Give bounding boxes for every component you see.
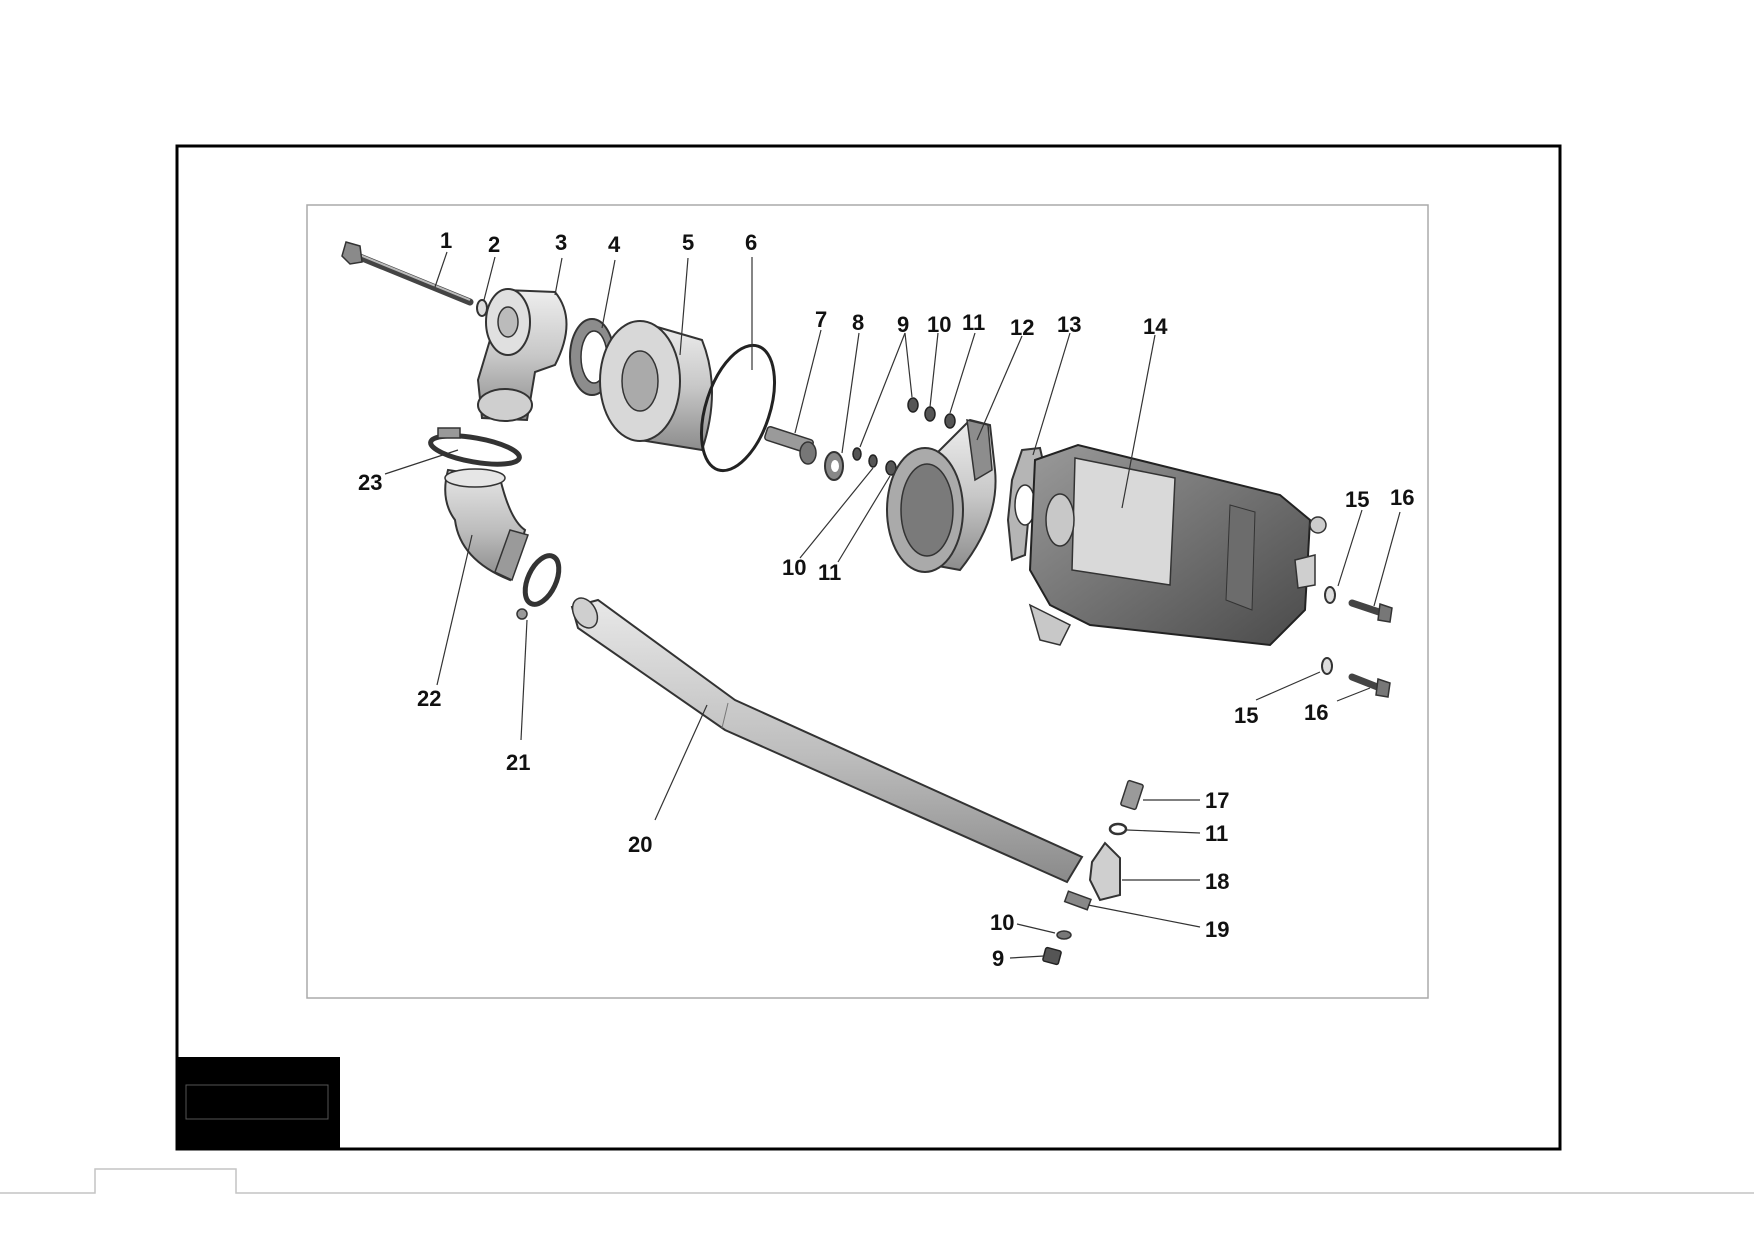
page-tab	[0, 1168, 1754, 1194]
callout-23: 23	[358, 470, 382, 495]
part-bolt-long	[341, 241, 474, 306]
part-bolt-17	[1120, 779, 1144, 811]
part-nut	[1042, 946, 1062, 966]
callout-19: 19	[1205, 917, 1229, 942]
part-bolt-16	[1348, 673, 1391, 698]
part-ring-small	[924, 406, 936, 422]
callout-2: 2	[488, 232, 500, 257]
part-elbow-cap	[476, 288, 568, 422]
callout-17: 17	[1205, 788, 1229, 813]
part-ring-small	[907, 397, 919, 413]
part-ring-small	[1108, 822, 1128, 836]
part-washer-15	[1324, 586, 1336, 604]
part-hose-clamp-21	[516, 553, 562, 620]
callout-labels: 1 2 3 4 5 6 7 8 9 10 11 12 13 14 15 16 1…	[358, 228, 1414, 971]
part-filter-housing	[886, 418, 997, 573]
leader-lines	[384, 251, 1401, 959]
callout-6: 6	[745, 230, 757, 255]
callout-10: 10	[990, 910, 1014, 935]
callout-9: 9	[897, 312, 909, 337]
callout-11: 11	[818, 560, 841, 585]
part-washer-small	[476, 299, 488, 317]
callout-9: 9	[992, 946, 1004, 971]
callout-12: 12	[1010, 315, 1034, 340]
part-long-pipe	[570, 597, 1084, 884]
part-plate	[1063, 890, 1092, 911]
part-bolt-16	[1348, 599, 1393, 623]
callout-1: 1	[440, 228, 452, 253]
part-ring-small	[1056, 930, 1072, 940]
callout-15: 15	[1234, 703, 1258, 728]
callout-20: 20	[628, 832, 652, 857]
part-elbow-hose	[444, 468, 529, 582]
callout-8: 8	[852, 310, 864, 335]
part-washer-15	[1321, 657, 1333, 675]
callout-7: 7	[815, 307, 827, 332]
part-washer-8	[824, 451, 844, 481]
part-o-ring-large	[700, 343, 776, 473]
callout-16: 16	[1304, 700, 1328, 725]
callout-11: 11	[962, 310, 985, 335]
callout-5: 5	[682, 230, 694, 255]
callout-22: 22	[417, 686, 441, 711]
callout-16: 16	[1390, 485, 1414, 510]
part-main-housing	[1028, 443, 1327, 647]
callout-10: 10	[782, 555, 806, 580]
callout-4: 4	[608, 232, 621, 257]
part-ring-small	[944, 413, 956, 429]
part-ring-small	[868, 454, 878, 468]
drawing-area-border	[306, 204, 1429, 999]
callout-11: 11	[1205, 821, 1228, 846]
callout-15: 15	[1345, 487, 1369, 512]
page-border	[175, 144, 1562, 1151]
part-banjo-fitting	[764, 425, 817, 465]
title-block	[178, 1057, 340, 1148]
callout-14: 14	[1143, 314, 1168, 339]
callout-13: 13	[1057, 312, 1081, 337]
callout-21: 21	[506, 750, 530, 775]
part-ring-small	[852, 447, 862, 461]
callout-3: 3	[555, 230, 567, 255]
callout-10: 10	[927, 312, 951, 337]
part-bracket-clamp	[1088, 841, 1121, 902]
part-hose-clamp-23	[428, 427, 522, 467]
part-filter-element	[599, 320, 713, 452]
callout-18: 18	[1205, 869, 1229, 894]
